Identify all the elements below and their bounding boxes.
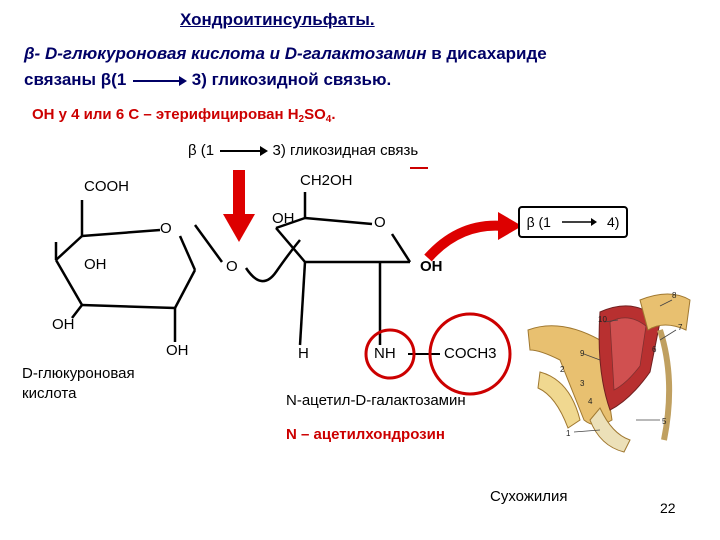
ester-mid: SO — [304, 106, 326, 123]
bond-label-left: β (1 — [188, 142, 215, 159]
label-ring-o-2: O — [374, 214, 386, 231]
label-coch3: COCH3 — [444, 345, 497, 362]
page-number: 22 — [660, 500, 676, 516]
caption-acetylchondrosine: N – ацетилхондрозин — [286, 426, 445, 443]
coch3-highlight-circle — [428, 312, 512, 396]
caption-glucuronic-acid: D-глюкуроновая кислота — [22, 364, 135, 404]
ester-suffix: . — [331, 106, 336, 123]
label-nh: NH — [374, 345, 396, 362]
beta-box-arrow-icon — [561, 218, 597, 226]
curved-arrow-icon — [424, 212, 522, 262]
label-oh-right: OH — [420, 258, 443, 275]
label-oh-2: OH — [52, 316, 75, 333]
svg-text:6: 6 — [652, 345, 657, 354]
ester-prefix: ОН у 4 или 6 С – этерифицирован H — [32, 106, 299, 123]
svg-text:10: 10 — [598, 315, 607, 324]
beta-box-left: β (1 — [526, 214, 551, 230]
label-cooh: COOH — [84, 178, 129, 195]
beta-1-4-box: β (1 4) — [518, 206, 628, 238]
intro-line-1: β- D-глюкуроновая кислота и D-галактозам… — [24, 44, 547, 64]
slide-title: Хондроитинсульфаты. — [180, 10, 375, 29]
ester-sub2: 2 — [298, 114, 305, 125]
label-h: H — [298, 345, 309, 362]
caption-acid-line-2: кислота — [22, 385, 77, 402]
label-oh-3: OH — [166, 342, 189, 359]
label-ring-o-1: O — [160, 220, 172, 237]
label-oh-4: OH — [272, 210, 295, 227]
down-arrow-icon — [223, 170, 255, 242]
bond-text-end: 3) гликозидной связью. — [191, 70, 392, 89]
ester-sub4: 4 — [325, 114, 332, 125]
beta-box-right: 4) — [606, 214, 620, 230]
svg-text:7: 7 — [678, 323, 683, 332]
svg-text:3: 3 — [580, 379, 585, 388]
intro-plain-text: в дисахариде — [426, 44, 547, 63]
bond-arrow-icon — [133, 75, 188, 86]
svg-text:4: 4 — [588, 397, 593, 406]
svg-text:9: 9 — [580, 349, 585, 358]
nh-highlight-circle — [364, 328, 416, 380]
beta-prefix: β- — [24, 44, 41, 63]
caption-tendons: Сухожилия — [490, 488, 568, 505]
label-oh-1: OH — [84, 256, 107, 273]
bond-label-right: 3) гликозидная связь — [272, 142, 419, 159]
svg-text:2: 2 — [560, 365, 565, 374]
arm-anatomy-illustration: 9 10 8 7 5 1 3 4 2 6 — [520, 282, 698, 470]
label-bridge-o: O — [226, 258, 238, 275]
svg-text:8: 8 — [672, 291, 677, 300]
intro-italic-text: D-глюкуроновая кислота и D-галактозамин — [40, 44, 427, 63]
caption-galactosamine: N-ацетил-D-галактозамин — [286, 392, 466, 409]
caption-acid-line-1: D-глюкуроновая — [22, 365, 135, 382]
svg-text:1: 1 — [566, 429, 571, 438]
bond-text-start: связаны β(1 — [24, 70, 127, 89]
glycosidic-bond-label: β (1 3) гликозидная связь — [188, 142, 418, 159]
label-ch2oh: CH2OH — [300, 172, 353, 189]
bond-label-arrow-icon — [220, 146, 269, 157]
esterification-note: ОН у 4 или 6 С – этерифицирован H2SO4. — [32, 106, 336, 125]
svg-text:5: 5 — [662, 417, 667, 426]
intro-line-2: связаны β(1 3) гликозидной связью. — [24, 70, 391, 90]
